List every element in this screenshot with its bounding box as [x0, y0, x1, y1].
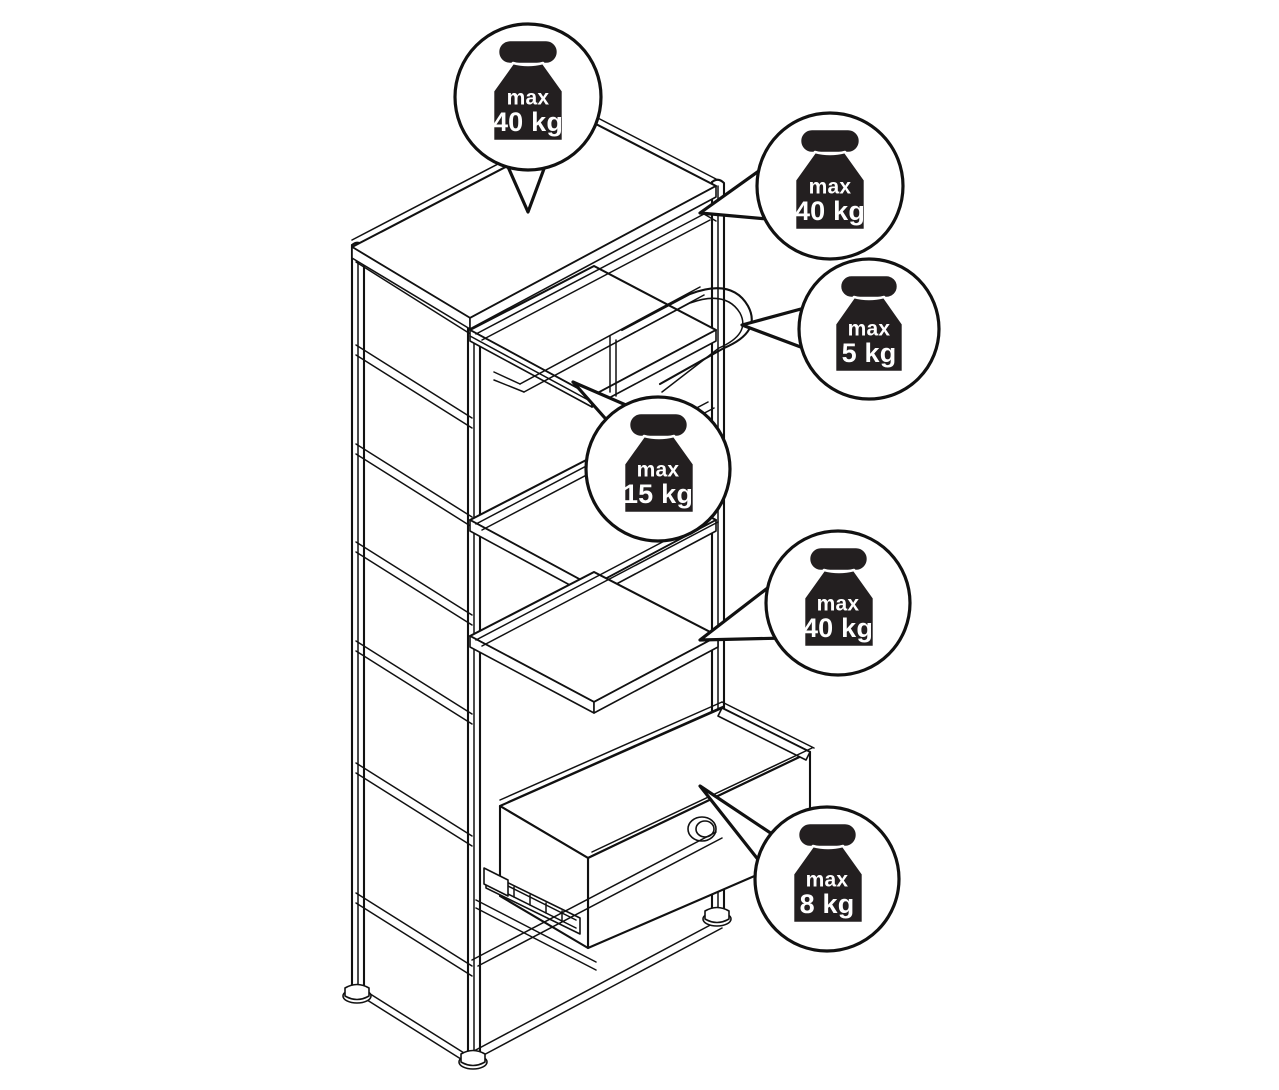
shelving-unit	[342, 114, 815, 1070]
callout-value-label: 8 kg	[800, 889, 855, 919]
weight-icon	[833, 273, 905, 374]
callout-max-label: max	[848, 318, 891, 341]
left-frame-rungs	[355, 251, 473, 1067]
clothes-rail	[493, 286, 753, 397]
callout-value-label: 5 kg	[842, 338, 897, 368]
base-frame	[471, 831, 723, 1059]
foot-front-right	[702, 906, 732, 927]
callout-upper-shelf[interactable]: max 40 kg	[698, 111, 905, 261]
lower-shelf	[468, 515, 720, 714]
callout-value-label: 40 kg	[493, 107, 563, 137]
callout-max-label: max	[809, 176, 852, 199]
weight-icon	[802, 545, 876, 649]
weight-icon	[622, 411, 696, 515]
callout-middle-shelf[interactable]: max 15 kg	[571, 380, 732, 543]
upper-shelf	[468, 213, 718, 408]
callout-lower-shelf[interactable]: max 40 kg	[698, 529, 912, 677]
weight-icon	[491, 38, 565, 143]
callout-top-shelf[interactable]: max 40 kg	[453, 22, 603, 214]
callout-max-label: max	[637, 459, 680, 482]
callout-max-label: max	[817, 593, 860, 616]
weight-icon	[793, 127, 867, 232]
callout-clothes-rail[interactable]: max 5 kg	[740, 257, 941, 401]
side-frame-left	[350, 241, 482, 1067]
callout-max-label: max	[806, 869, 849, 892]
callout-drawer[interactable]: max 8 kg	[698, 784, 901, 953]
callout-value-label: 15 kg	[623, 479, 693, 509]
weight-icon	[791, 821, 865, 925]
callout-max-label: max	[507, 87, 550, 110]
foot-back-left	[342, 983, 372, 1004]
drawer-slide	[483, 867, 581, 935]
drawer-knob[interactable]	[687, 816, 717, 842]
callout-value-label: 40 kg	[795, 196, 865, 226]
foot-front-left	[458, 1049, 488, 1070]
callout-value-label: 40 kg	[803, 613, 873, 643]
